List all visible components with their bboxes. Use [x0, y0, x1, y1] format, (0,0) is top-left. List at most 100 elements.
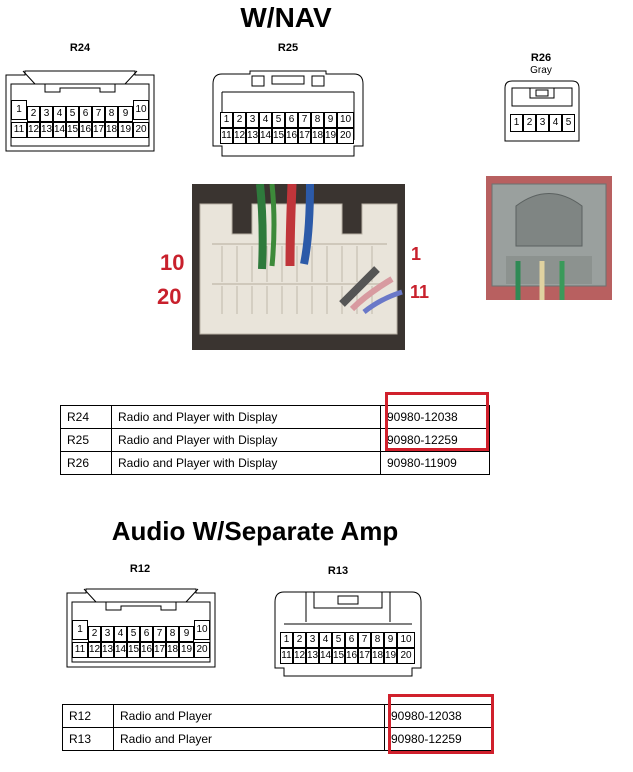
pin-r12-10: 10 — [194, 620, 210, 640]
table-cell-description: Radio and Player with Display — [111, 428, 381, 452]
pin: 20 — [133, 122, 149, 138]
table-cell-part-number: 90980-12038 — [384, 704, 494, 728]
pin: 18 — [371, 648, 384, 664]
pin: 18 — [166, 642, 179, 658]
table-cell-connector: R12 — [62, 704, 114, 728]
pin: 16 — [345, 648, 358, 664]
pin: 6 — [285, 112, 298, 128]
connector-r24: 1 10 2 3 4 5 6 7 8 9 11 12 13 14 15 16 1… — [5, 70, 155, 152]
parts-table-amp: R12 Radio and Player 90980-12038 R13 Rad… — [62, 704, 494, 751]
photo-label-10: 10 — [160, 250, 185, 275]
photo-label-1: 1 — [411, 244, 422, 264]
table-cell-connector: R25 — [60, 428, 112, 452]
connector-r25: 1 2 3 4 5 6 7 8 9 10 11 12 13 14 15 16 1… — [212, 70, 364, 158]
table-row: R26 Radio and Player with Display 90980-… — [60, 451, 490, 475]
pin: 14 — [259, 128, 272, 144]
pin: 5 — [562, 114, 575, 132]
pin: 19 — [384, 648, 397, 664]
pin: 2 — [293, 632, 306, 648]
pin: 10 — [337, 112, 354, 128]
pin: 7 — [298, 112, 311, 128]
pin: 8 — [311, 112, 324, 128]
pin: 8 — [371, 632, 384, 648]
pin-r12-1: 1 — [72, 620, 88, 640]
table-row: R13 Radio and Player 90980-12259 — [62, 727, 494, 751]
pin: 19 — [324, 128, 337, 144]
pin: 11 — [220, 128, 233, 144]
connector-r26-outline — [504, 80, 580, 142]
pin: 9 — [324, 112, 337, 128]
pin: 11 — [72, 642, 88, 658]
pin: 13 — [246, 128, 259, 144]
connector-r12: 1 10 2 3 4 5 6 7 8 9 11 12 13 14 15 16 1… — [66, 588, 216, 668]
section-heading-nav: W/NAV — [240, 2, 332, 33]
pin: 13 — [101, 642, 114, 658]
pin: 3 — [101, 626, 114, 642]
pin: 6 — [140, 626, 153, 642]
pin: 11 — [280, 648, 293, 664]
pin: 16 — [140, 642, 153, 658]
pin: 16 — [79, 122, 92, 138]
highlight-box-nav — [385, 392, 489, 451]
pin: 17 — [298, 128, 311, 144]
pin: 7 — [153, 626, 166, 642]
pin: 9 — [384, 632, 397, 648]
pin: 18 — [105, 122, 118, 138]
table-cell-description: Radio and Player — [113, 727, 385, 751]
pin: 13 — [40, 122, 53, 138]
pin: 14 — [114, 642, 127, 658]
photo-label-11: 11 — [410, 282, 430, 302]
connector-label-r24: R24 — [69, 42, 91, 54]
pin: 2 — [88, 626, 101, 642]
pin: 16 — [285, 128, 298, 144]
pin: 13 — [306, 648, 319, 664]
connector-photo-drawing — [192, 184, 405, 350]
pin: 5 — [272, 112, 285, 128]
pin: 1 — [510, 114, 523, 132]
pin: 11 — [11, 122, 27, 138]
pin: 8 — [166, 626, 179, 642]
pin: 15 — [332, 648, 345, 664]
pin: 15 — [272, 128, 285, 144]
pin: 19 — [118, 122, 133, 138]
table-cell-part-number: 90980-12038 — [380, 405, 490, 429]
pin: 1 — [220, 112, 233, 128]
connector-photo-r26-drawing — [486, 176, 612, 300]
pin: 2 — [27, 106, 40, 122]
pin: 20 — [194, 642, 210, 658]
table-cell-part-number: 90980-11909 — [380, 451, 490, 475]
pin: 12 — [27, 122, 40, 138]
connector-r26: 1 2 3 4 5 — [504, 80, 580, 142]
table-cell-part-number: 90980-12259 — [384, 727, 494, 751]
pin: 3 — [40, 106, 53, 122]
table-cell-description: Radio and Player with Display — [111, 405, 381, 429]
pin: 4 — [549, 114, 562, 132]
pin: 5 — [66, 106, 79, 122]
connector-photo-r26 — [486, 176, 612, 300]
pin: 17 — [358, 648, 371, 664]
connector-color-r26: Gray — [530, 65, 552, 76]
pin: 12 — [233, 128, 246, 144]
pin: 4 — [319, 632, 332, 648]
pin: 7 — [358, 632, 371, 648]
pin: 3 — [306, 632, 319, 648]
pin: 19 — [179, 642, 194, 658]
pin: 15 — [127, 642, 140, 658]
pin: 14 — [53, 122, 66, 138]
pin: 7 — [92, 106, 105, 122]
pin: 1 — [280, 632, 293, 648]
pin: 20 — [337, 128, 354, 144]
pin: 4 — [259, 112, 272, 128]
connector-label-r13: R13 — [327, 565, 349, 577]
pin: 3 — [246, 112, 259, 128]
pin: 17 — [92, 122, 105, 138]
pin: 18 — [311, 128, 324, 144]
pin: 6 — [79, 106, 92, 122]
pin: 2 — [233, 112, 246, 128]
table-row: R25 Radio and Player with Display 90980-… — [60, 428, 490, 452]
pin: 3 — [536, 114, 549, 132]
pin: 14 — [319, 648, 332, 664]
table-row: R24 Radio and Player with Display 90980-… — [60, 405, 490, 429]
connector-label-r12: R12 — [129, 563, 151, 575]
pin: 8 — [105, 106, 118, 122]
